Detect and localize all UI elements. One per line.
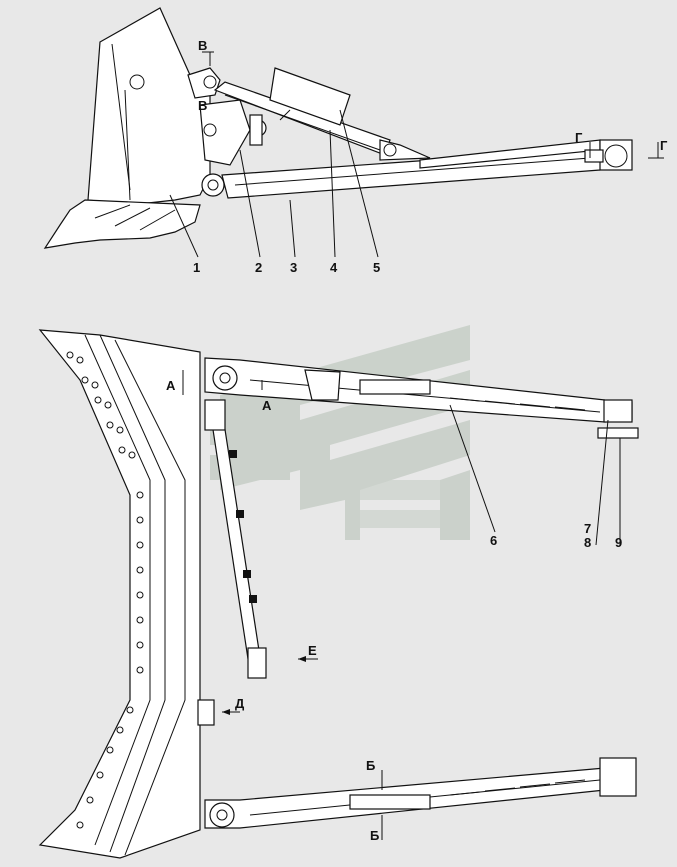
callout-9: 9 <box>615 535 622 550</box>
hydraulic-cylinder <box>213 81 391 156</box>
section-mark-b2: Б <box>370 828 379 843</box>
callout-6: 6 <box>490 533 497 548</box>
section-mark-b1: Б <box>366 758 375 773</box>
side-view: В В Г Г 1 2 3 4 5 <box>43 7 668 275</box>
blade <box>87 7 211 206</box>
callout-5: 5 <box>373 260 380 275</box>
callout-1: 1 <box>193 260 200 275</box>
callout-7: 7 <box>584 521 591 536</box>
plan-view: А А Б Б Д <box>38 329 639 859</box>
callout-3: 3 <box>290 260 297 275</box>
watermark-logo <box>210 325 470 540</box>
view-mark-e: Е <box>308 643 317 658</box>
flange-top <box>597 399 639 439</box>
section-mark-v2: В <box>198 98 207 113</box>
tilt-cylinder <box>269 67 351 126</box>
callout-8: 8 <box>584 535 591 550</box>
callout-2: 2 <box>255 260 262 275</box>
cutting-edge <box>43 199 201 249</box>
blade-pivot <box>129 74 145 90</box>
section-mark-a1: А <box>166 378 176 393</box>
section-mark-g1: Г <box>575 130 583 145</box>
callout-4: 4 <box>330 260 338 275</box>
blade-plan <box>38 329 201 859</box>
section-mark-g2: Г <box>660 138 668 153</box>
blade-holes <box>66 351 144 829</box>
view-mark-d: Д <box>235 696 245 711</box>
tilt-cylinder-plan <box>204 399 267 679</box>
section-mark-v1: В <box>198 38 207 53</box>
section-mark-a2: А <box>262 398 272 413</box>
